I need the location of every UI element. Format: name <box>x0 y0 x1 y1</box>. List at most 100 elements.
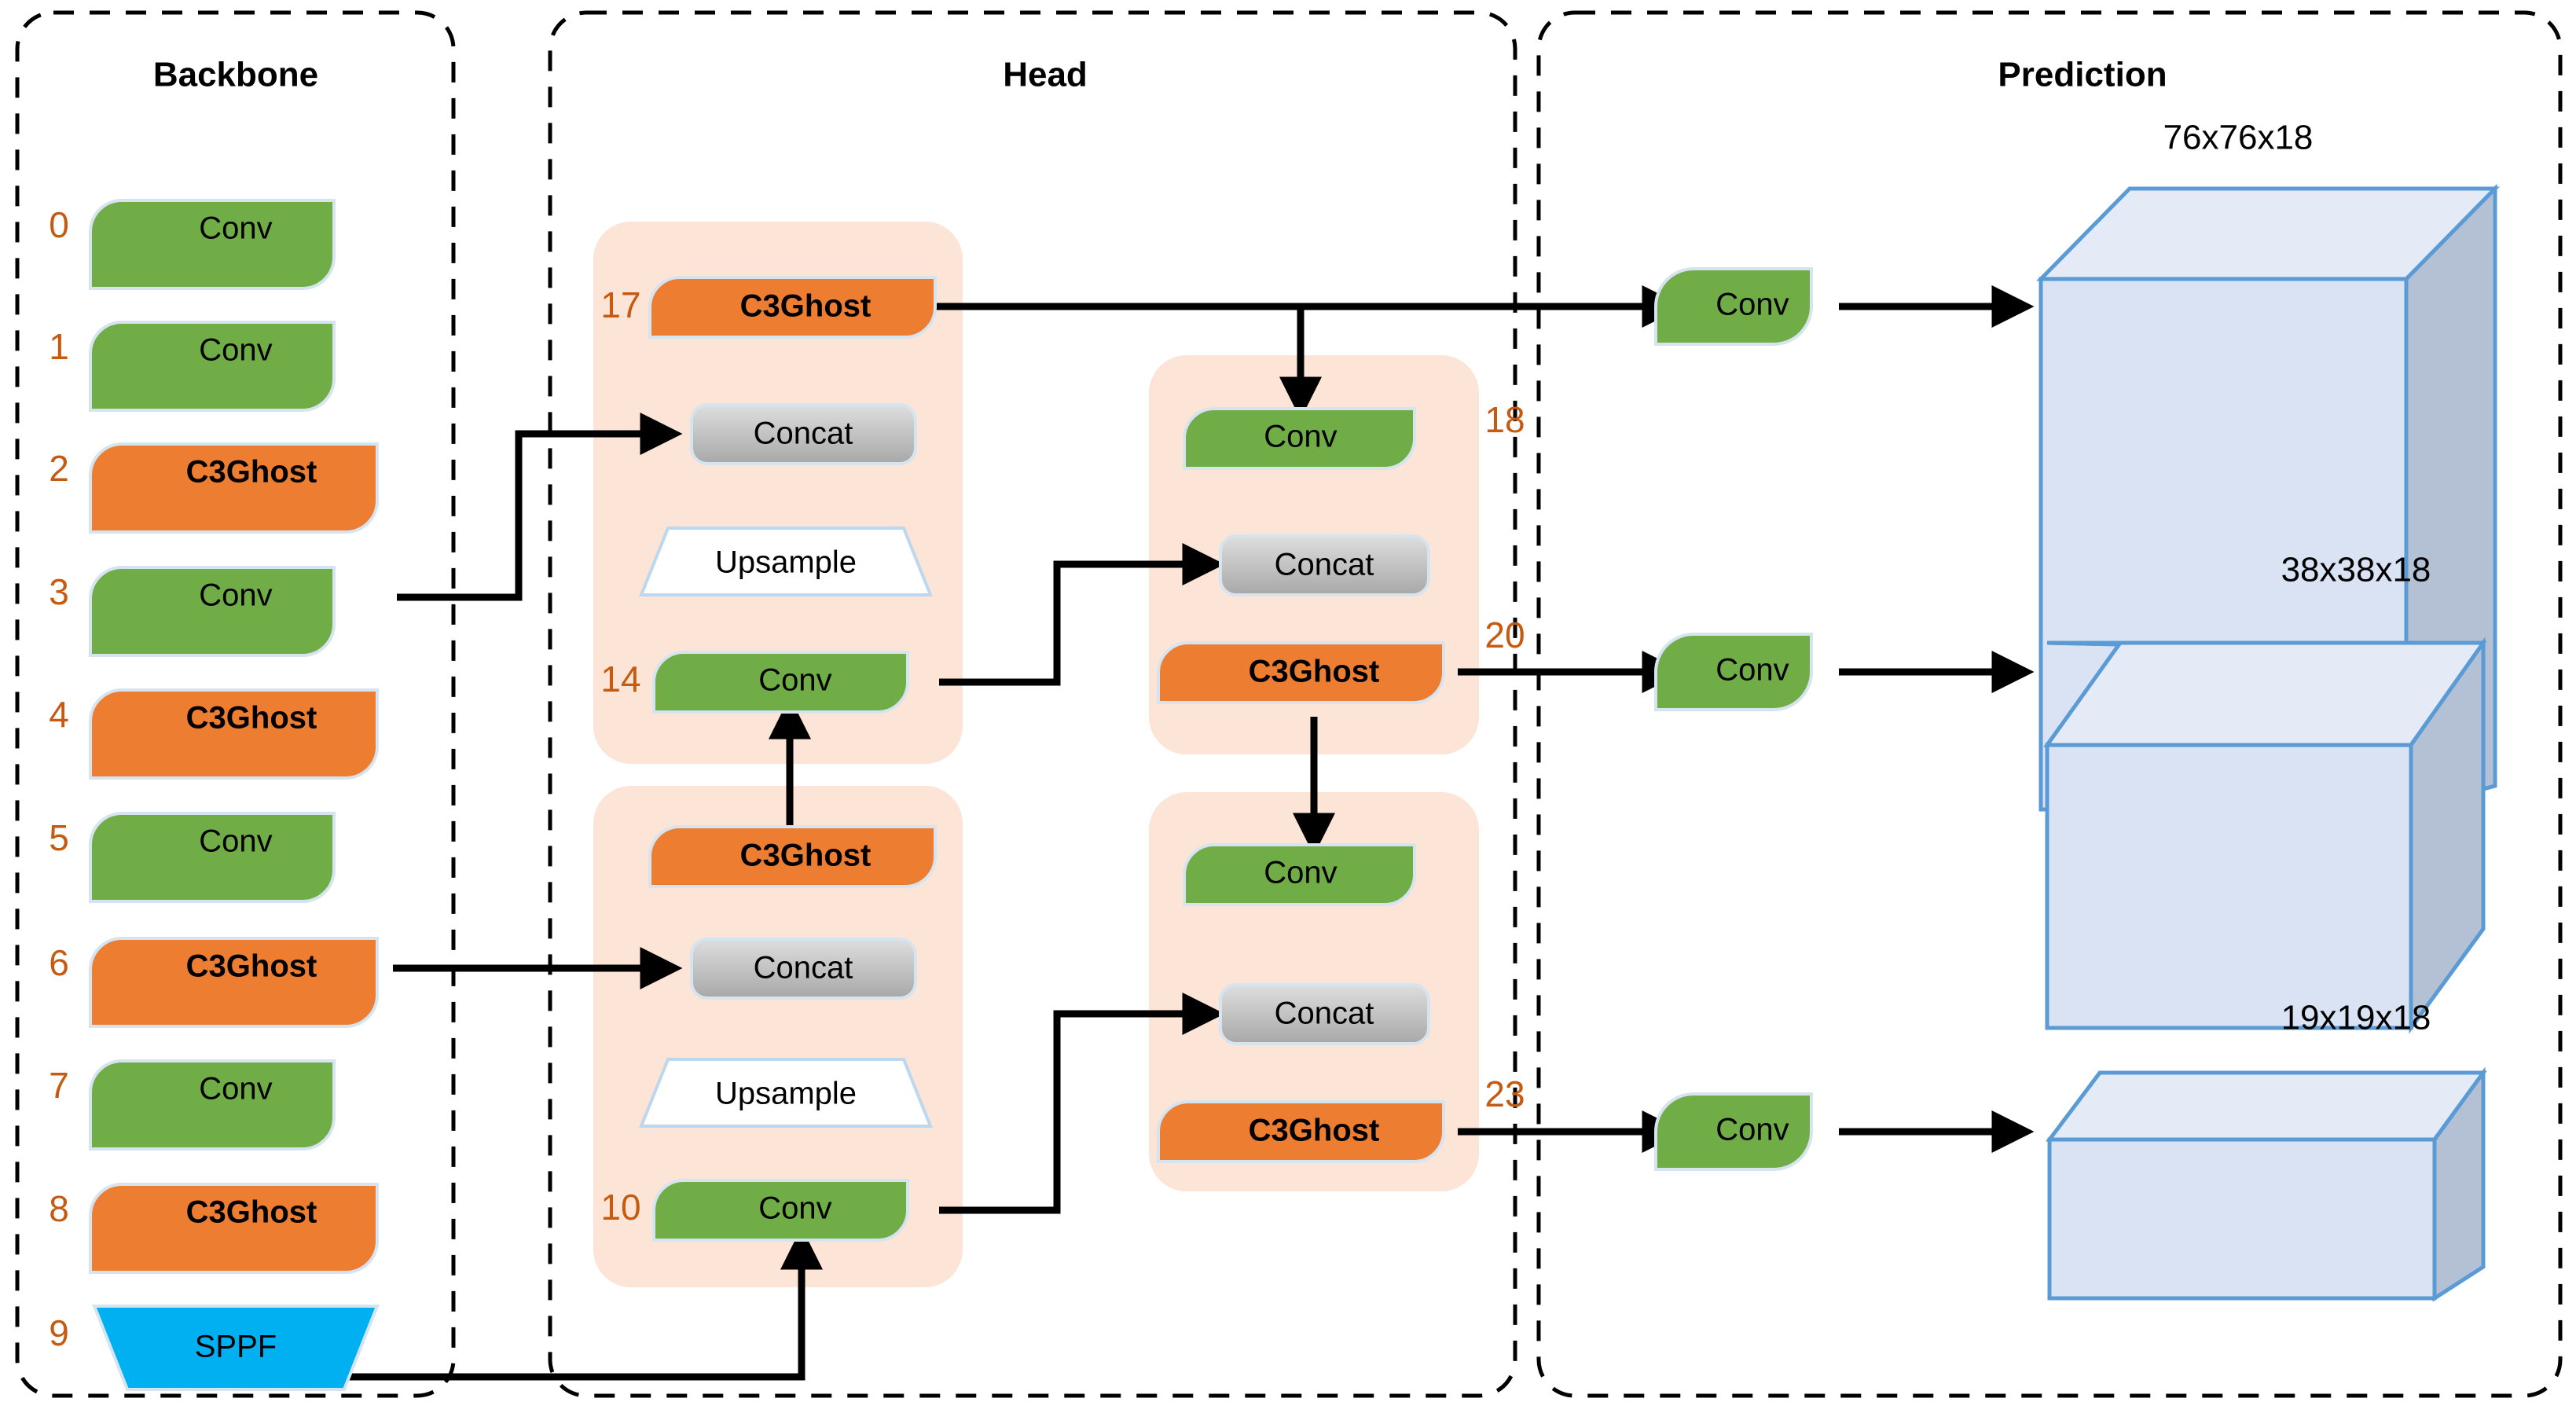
cube-top-face <box>2043 640 2487 747</box>
backbone-layer-6[interactable]: 6 C3Ghost <box>49 937 379 1028</box>
backbone-layer-label-6: C3Ghost <box>186 949 317 984</box>
backbone-index-1: 1 <box>49 326 69 367</box>
backbone-layer-3[interactable]: 3 Conv <box>49 566 336 657</box>
backbone-index-5: 5 <box>49 817 69 858</box>
backbone-layer-0[interactable]: 0 Conv <box>49 199 336 290</box>
head-block-c3ghost-g2[interactable]: C3Ghost <box>648 825 937 888</box>
backbone-layer-8[interactable]: 8 C3Ghost <box>49 1183 379 1274</box>
backbone-panel-title: Backbone <box>153 56 318 94</box>
head-block-label-conv-10: Conv <box>758 1191 831 1226</box>
head-index-23: 23 <box>1484 1074 1525 1114</box>
head-block-label-c3ghost-23: C3Ghost <box>1249 1114 1380 1148</box>
edge-conv14-to-concat18 <box>939 543 1225 686</box>
head-index-17: 17 <box>600 284 640 325</box>
backbone-layer-5[interactable]: 5 Conv <box>49 812 336 903</box>
backbone-index-7: 7 <box>49 1065 69 1106</box>
head-block-c3ghost-23[interactable]: 23 C3Ghost <box>1157 1074 1525 1163</box>
head-block-label-conv-14: Conv <box>758 663 831 698</box>
conv-shape <box>89 812 336 903</box>
sppf-shape <box>92 1305 380 1391</box>
upsample-shape <box>639 1058 933 1128</box>
backbone-index-0: 0 <box>49 204 69 245</box>
head-block-label-concat-g1: Concat <box>754 417 853 451</box>
concat-shape <box>690 403 917 465</box>
backbone-index-2: 2 <box>49 448 69 489</box>
head-index-20: 20 <box>1484 615 1525 655</box>
head-block-label-concat-g2: Concat <box>754 951 853 985</box>
head-block-c3ghost-20[interactable]: 20 C3Ghost <box>1157 615 1525 704</box>
backbone-layer-2[interactable]: 2 C3Ghost <box>49 442 379 534</box>
head-block-conv-14[interactable]: 14 Conv <box>600 651 909 714</box>
head-block-concat-g3[interactable]: Concat <box>1219 534 1430 596</box>
head-panel-title: Head <box>1003 56 1088 94</box>
head-block-upsample-g2[interactable]: Upsample <box>639 1058 933 1128</box>
head-block-upsample-g1[interactable]: Upsample <box>639 527 933 596</box>
head-block-concat-g1[interactable]: Concat <box>690 403 917 465</box>
prediction-dim-label-1: 38x38x18 <box>2281 551 2431 589</box>
head-block-label-conv-g4: Conv <box>1264 856 1337 890</box>
c3ghost-shape <box>89 442 379 534</box>
c3ghost-shape <box>89 688 379 780</box>
head-block-label-concat-g4: Concat <box>1275 996 1374 1031</box>
cube-front-face <box>2045 743 2413 1030</box>
prediction-panel <box>1536 10 2563 1398</box>
head-block-c3ghost-17[interactable]: 17 C3Ghost <box>600 276 937 339</box>
backbone-layer-4[interactable]: 4 C3Ghost <box>49 688 379 780</box>
backbone-layer-9[interactable]: 9 SPPF <box>49 1305 380 1391</box>
conv-shape <box>652 651 909 714</box>
c3ghost-shape <box>89 937 379 1028</box>
upsample-shape <box>639 527 933 596</box>
head-index-18: 18 <box>1484 399 1525 440</box>
conv-shape <box>1654 1092 1813 1171</box>
backbone-layer-label-9: SPPF <box>195 1330 277 1364</box>
head-block-concat-g4[interactable]: Concat <box>1219 983 1430 1045</box>
head-group-lower-left-bg <box>593 786 963 1287</box>
backbone-panel <box>15 10 456 1398</box>
prediction-dim-label-2: 19x19x18 <box>2281 999 2431 1037</box>
conv-shape <box>652 1179 909 1242</box>
head-block-label-c3ghost-17: C3Ghost <box>740 289 872 324</box>
conv-shape <box>1654 633 1813 711</box>
prediction-panel-title: Prediction <box>1998 56 2167 94</box>
backbone-layer-label-8: C3Ghost <box>186 1195 317 1230</box>
edge-conv10-to-concat-lower-right <box>939 993 1225 1214</box>
c3ghost-shape <box>1157 1100 1445 1163</box>
prediction-conv-label-2: Conv <box>1715 1113 1789 1147</box>
head-index-14: 14 <box>600 659 640 699</box>
head-block-conv-18[interactable]: 18 Conv <box>1183 399 1525 470</box>
prediction-output-2[interactable]: Conv 19x19x18 <box>1654 999 2487 1302</box>
backbone-layer-7[interactable]: 7 Conv <box>49 1059 336 1151</box>
backbone-index-8: 8 <box>49 1188 69 1229</box>
conv-shape <box>89 1059 336 1151</box>
c3ghost-shape <box>648 825 937 888</box>
conv-shape <box>1183 407 1416 470</box>
head-block-label-upsample-g2: Upsample <box>715 1077 857 1111</box>
prediction-conv-label-0: Conv <box>1715 288 1789 322</box>
conv-shape <box>1183 843 1416 906</box>
head-block-conv-g4[interactable]: Conv <box>1183 843 1416 906</box>
head-block-label-upsample-g1: Upsample <box>715 545 857 580</box>
prediction-dim-label-0: 76x76x18 <box>2163 119 2314 157</box>
concat-shape <box>1219 534 1430 596</box>
head-group-upper-left-bg <box>593 222 963 764</box>
c3ghost-shape <box>89 1183 379 1274</box>
concat-shape <box>1219 983 1430 1045</box>
head-block-concat-g2[interactable]: Concat <box>690 938 917 1000</box>
cube-top-face <box>2045 1070 2487 1142</box>
cube-front-face <box>2047 1137 2437 1301</box>
c3ghost-shape <box>648 276 937 339</box>
prediction-conv-label-1: Conv <box>1715 653 1789 688</box>
head-index-10: 10 <box>600 1187 640 1228</box>
backbone-layer-label-1: Conv <box>199 333 272 368</box>
edge-conv3-to-concat17 <box>397 413 683 601</box>
head-block-conv-10[interactable]: 10 Conv <box>600 1179 909 1242</box>
conv-shape <box>89 321 336 412</box>
backbone-layer-label-3: Conv <box>199 578 272 613</box>
backbone-layer-label-2: C3Ghost <box>186 455 317 490</box>
backbone-layer-label-4: C3Ghost <box>186 701 317 736</box>
head-block-label-c3ghost-20: C3Ghost <box>1249 655 1380 689</box>
backbone-layer-1[interactable]: 1 Conv <box>49 321 336 412</box>
prediction-output-1[interactable]: Conv 38x38x18 <box>1654 551 2487 1034</box>
backbone-layer-label-0: Conv <box>199 211 272 246</box>
